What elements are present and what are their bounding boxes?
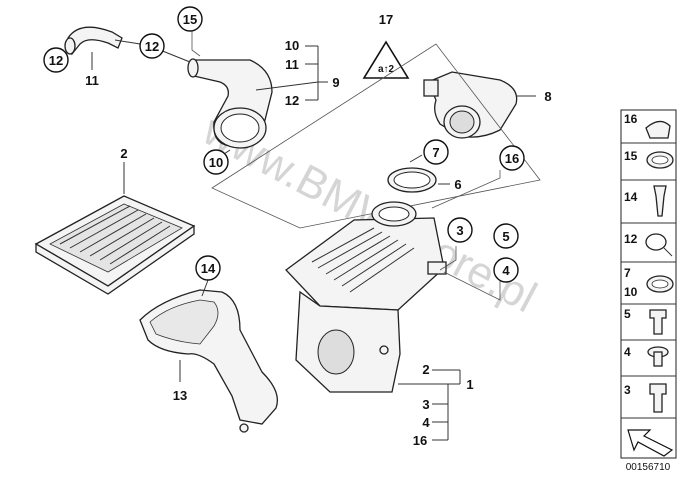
label-1-sub-3[interactable]: 3 bbox=[422, 397, 429, 412]
label-12-group[interactable]: 12 bbox=[285, 93, 299, 108]
label-1-sub-16[interactable]: 16 bbox=[413, 433, 427, 448]
svg-text:10: 10 bbox=[209, 155, 223, 170]
label-11[interactable]: 11 bbox=[85, 73, 99, 88]
svg-text:4: 4 bbox=[502, 263, 510, 278]
svg-text:12: 12 bbox=[624, 232, 638, 246]
spring-clamp-icon bbox=[645, 233, 667, 251]
callout-12-hose[interactable]: 12 bbox=[139, 33, 165, 59]
legend-item-12[interactable]: 12 bbox=[624, 232, 673, 257]
part-13-intake-snorkel[interactable] bbox=[139, 289, 279, 433]
callout-14[interactable]: 14 bbox=[195, 255, 221, 281]
svg-text:4: 4 bbox=[624, 345, 631, 359]
callout-10[interactable]: 10 bbox=[203, 149, 229, 175]
svg-text:5: 5 bbox=[624, 307, 631, 321]
svg-text:15: 15 bbox=[624, 149, 638, 163]
legend-item-14[interactable]: 14 bbox=[624, 185, 667, 217]
label-17[interactable]: 17 bbox=[379, 12, 393, 27]
callout-16[interactable]: 16 bbox=[499, 145, 525, 171]
callout-7[interactable]: 7 bbox=[423, 139, 449, 165]
label-1-sub-4[interactable]: 4 bbox=[422, 415, 430, 430]
arrow-icon bbox=[627, 429, 674, 457]
legend-item-7[interactable]: 7 bbox=[624, 266, 631, 280]
svg-text:12: 12 bbox=[49, 53, 63, 68]
svg-text:16: 16 bbox=[624, 112, 638, 126]
legend-item-4[interactable]: 4 bbox=[624, 345, 669, 367]
part-9-intake-duct[interactable] bbox=[187, 58, 273, 149]
svg-text:3: 3 bbox=[624, 383, 631, 397]
part-8-air-mass-sensor[interactable] bbox=[423, 71, 518, 139]
svg-text:15: 15 bbox=[183, 12, 197, 27]
callout-3[interactable]: 3 bbox=[447, 217, 473, 243]
hex-bolt-icon bbox=[649, 383, 667, 413]
svg-text:5: 5 bbox=[502, 229, 509, 244]
svg-text:3: 3 bbox=[456, 223, 463, 238]
drawing-code: 00156710 bbox=[626, 462, 671, 473]
expanding-rivet-icon bbox=[653, 185, 667, 217]
part-2-filter-element[interactable] bbox=[34, 195, 196, 295]
label-10-group[interactable]: 10 bbox=[285, 38, 299, 53]
svg-text:12: 12 bbox=[145, 39, 159, 54]
part-6-clamp-ring[interactable] bbox=[387, 167, 437, 193]
svg-text:7: 7 bbox=[432, 145, 439, 160]
svg-text:16: 16 bbox=[505, 151, 519, 166]
callout-4[interactable]: 4 bbox=[493, 257, 519, 283]
part-17-warning-label[interactable]: a↑2 bbox=[362, 40, 410, 79]
label-6[interactable]: 6 bbox=[454, 177, 461, 192]
callout-5[interactable]: 5 bbox=[493, 223, 519, 249]
label-2[interactable]: 2 bbox=[120, 146, 127, 161]
callout-12-left[interactable]: 12 bbox=[43, 47, 69, 73]
svg-text:a↑2: a↑2 bbox=[378, 64, 395, 75]
part-11-hose[interactable] bbox=[64, 26, 123, 56]
legend-item-15[interactable]: 15 bbox=[624, 149, 674, 169]
parts-legend: 16 15 14 12 7 10 5 4 bbox=[620, 109, 677, 459]
hex-bolt-icon bbox=[649, 309, 667, 335]
part-1-air-filter-housing[interactable] bbox=[285, 201, 447, 393]
legend-item-5[interactable]: 5 bbox=[624, 307, 667, 335]
label-9[interactable]: 9 bbox=[332, 75, 339, 90]
label-13[interactable]: 13 bbox=[173, 388, 187, 403]
label-11-group[interactable]: 11 bbox=[285, 57, 299, 72]
clip-icon bbox=[645, 120, 671, 139]
legend-item-16[interactable]: 16 bbox=[624, 112, 671, 139]
svg-text:14: 14 bbox=[201, 261, 216, 276]
svg-text:14: 14 bbox=[624, 190, 638, 204]
legend-item-10[interactable]: 10 bbox=[624, 275, 674, 299]
label-1-sub-2[interactable]: 2 bbox=[422, 362, 429, 377]
svg-text:10: 10 bbox=[624, 285, 638, 299]
label-8[interactable]: 8 bbox=[544, 89, 551, 104]
legend-item-3[interactable]: 3 bbox=[624, 383, 667, 413]
label-1[interactable]: 1 bbox=[466, 377, 473, 392]
callout-15[interactable]: 15 bbox=[177, 6, 203, 32]
svg-text:7: 7 bbox=[624, 266, 631, 280]
